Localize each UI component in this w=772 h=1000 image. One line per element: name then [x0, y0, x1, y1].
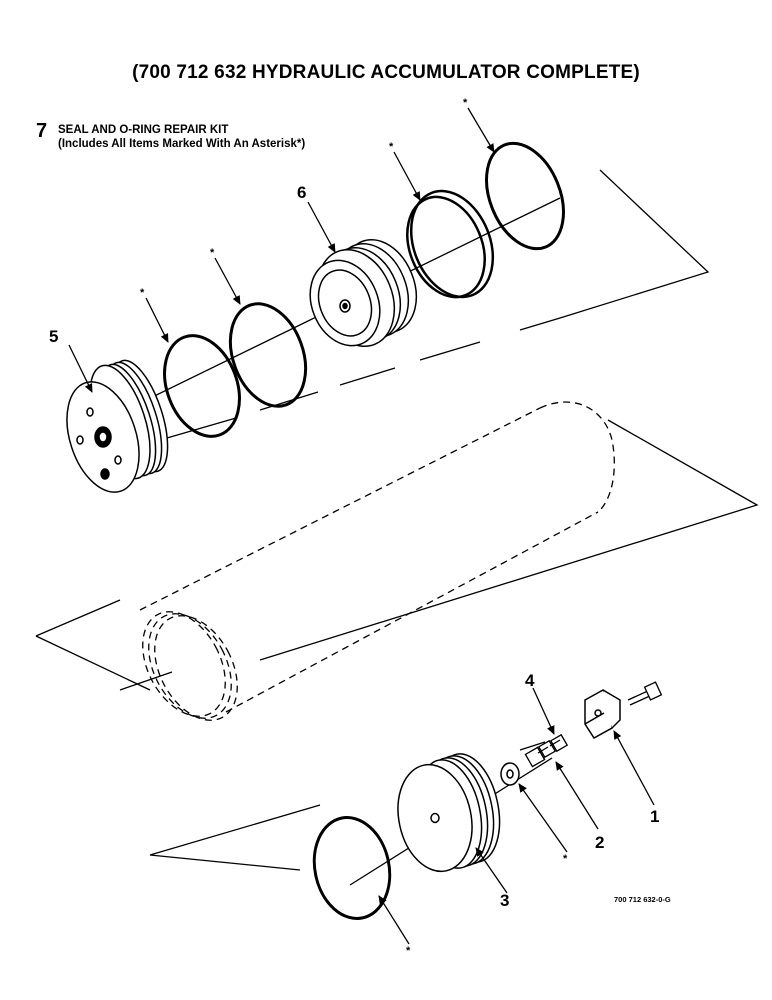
bracket-1 — [584, 688, 621, 739]
o-ring-upper-1 — [163, 334, 241, 438]
o-ring-upper-2 — [228, 302, 308, 408]
fitting-2 — [524, 733, 569, 768]
end-cap-3 — [397, 753, 501, 873]
seal-ring-upper-2 — [485, 141, 565, 251]
callout-6: 6 — [297, 183, 307, 202]
o-ring-lower — [312, 816, 392, 920]
lower-assembly-plane — [149, 741, 546, 871]
seal-ring-upper-1 — [406, 189, 495, 299]
asterisk-marker: * — [389, 141, 394, 153]
kit-description: SEAL AND O-RING REPAIR KIT — [58, 124, 229, 136]
asterisk-marker: * — [210, 247, 215, 259]
callout-5: 5 — [49, 327, 59, 346]
callout-1: 1 — [650, 807, 660, 826]
asterisk-marker: * — [406, 945, 411, 957]
kit-note: (Includes All Items Marked With An Aster… — [58, 138, 306, 150]
barrel-cylinder — [139, 401, 615, 721]
callout-4: 4 — [525, 671, 535, 690]
asterisk-marker: * — [463, 97, 468, 109]
piston-6 — [309, 238, 418, 348]
leader-arrows — [68, 107, 655, 945]
bolt — [627, 681, 663, 706]
kit-item-number: 7 — [36, 120, 48, 142]
callout-2: 2 — [595, 833, 605, 852]
page-title: (700 712 632 HYDRAULIC ACCUMULATOR COMPL… — [132, 62, 640, 83]
end-cap-5 — [66, 359, 169, 493]
callout-3: 3 — [500, 891, 510, 910]
asterisk-marker: * — [140, 287, 145, 299]
cylinder-plane — [35, 419, 759, 691]
figure-id: 700 712 632-0-G — [614, 895, 671, 904]
asterisk-marker: * — [563, 853, 568, 865]
washer — [500, 762, 520, 786]
